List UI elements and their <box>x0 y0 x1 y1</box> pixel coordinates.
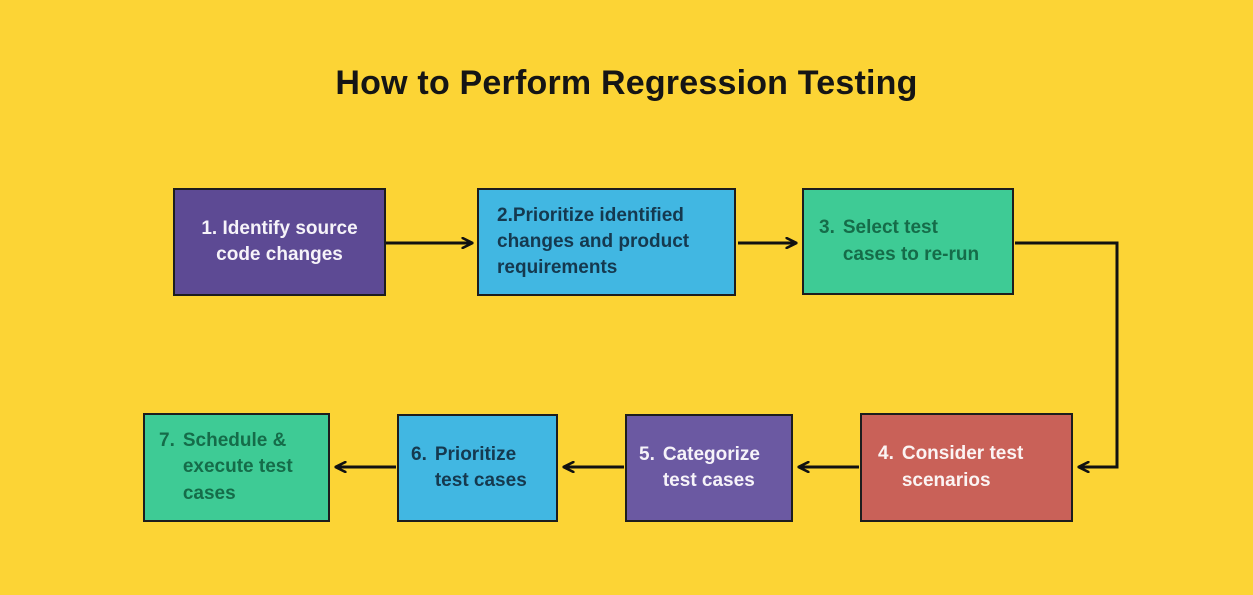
step-box-1: 1.Identify source code changes <box>173 188 386 296</box>
step-text-2: Prioritize identified changes and produc… <box>497 204 690 279</box>
step-text-3: Select test cases to re-run <box>842 217 980 265</box>
step-label-4: 4. Consider test scenarios <box>878 441 1055 493</box>
step-text-4: Consider test scenarios <box>901 443 1024 491</box>
step-box-4: 4. Consider test scenarios <box>860 413 1073 522</box>
step-text-1: Identify source code changes <box>216 217 358 265</box>
step-number-3: 3. <box>819 217 835 239</box>
step-box-5: 5. Categorize test cases <box>625 414 793 522</box>
step-number-5: 5. <box>639 443 655 465</box>
step-text-6: Prioritize test cases <box>434 443 527 491</box>
step-box-6: 6. Prioritize test cases <box>397 414 558 522</box>
step-box-2: 2.Prioritize identified changes and prod… <box>477 188 736 296</box>
step-label-7: 7. Schedule & execute test cases <box>159 428 314 507</box>
step-number-7: 7. <box>159 430 175 452</box>
step-number-4: 4. <box>878 443 894 465</box>
step-label-1: 1.Identify source code changes <box>189 216 370 268</box>
step-number-2: 2. <box>497 204 513 226</box>
step-label-6: 6. Prioritize test cases <box>411 442 544 494</box>
step-box-7: 7. Schedule & execute test cases <box>143 413 330 522</box>
step-number-6: 6. <box>411 443 427 465</box>
step-number-1: 1. <box>201 217 218 239</box>
step-label-3: 3. Select test cases to re-run <box>819 215 981 267</box>
diagram-title: How to Perform Regression Testing <box>335 64 918 102</box>
step-box-3: 3. Select test cases to re-run <box>802 188 1014 295</box>
step-text-7: Schedule & execute test cases <box>182 430 293 504</box>
step-label-2: 2.Prioritize identified changes and prod… <box>497 203 716 282</box>
step-label-5: 5. Categorize test cases <box>639 442 779 494</box>
step-text-5: Categorize test cases <box>662 443 760 491</box>
